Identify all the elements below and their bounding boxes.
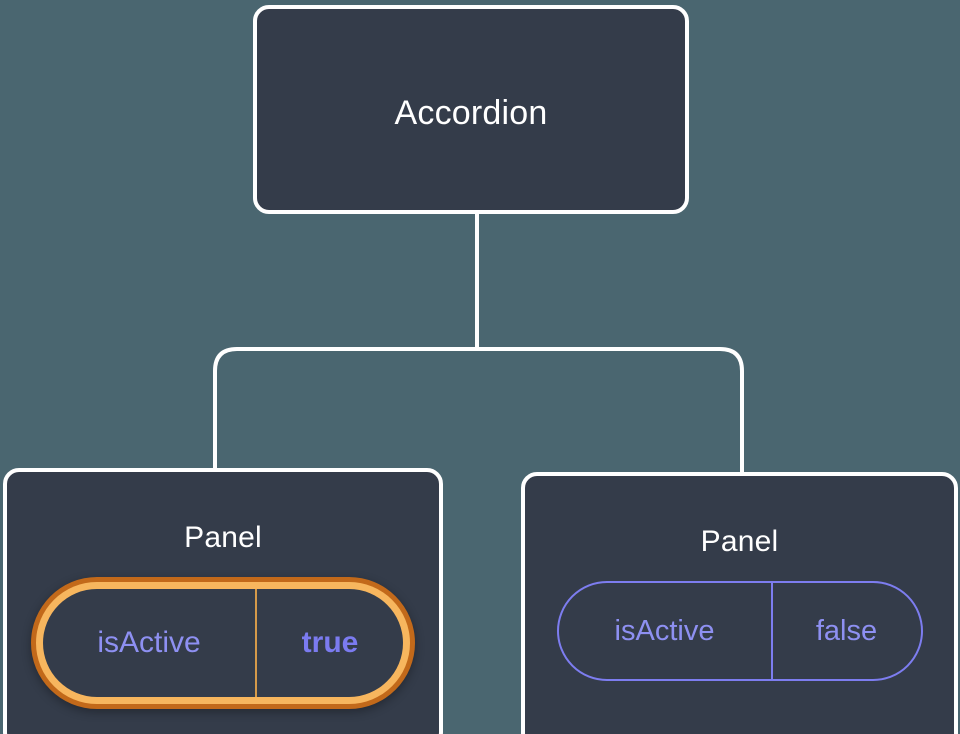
- prop-pill-active-wrap: isActive true: [7, 577, 439, 709]
- node-accordion-label: Accordion: [394, 94, 548, 132]
- prop-pill-active-body: isActive true: [43, 589, 403, 697]
- connector-branch-right: [477, 347, 744, 478]
- node-panel-inactive-label: Panel: [700, 525, 779, 558]
- prop-pill-active-ring: isActive true: [36, 582, 410, 704]
- node-accordion[interactable]: Accordion: [253, 5, 689, 214]
- prop-value-isactive-inactive: false: [770, 583, 921, 679]
- prop-pill-inactive[interactable]: isActive false: [556, 581, 923, 681]
- prop-key-isactive-active: isActive: [97, 626, 201, 659]
- node-panel-active-label: Panel: [184, 521, 262, 554]
- prop-pill-inactive-wrap: isActive false: [525, 581, 954, 681]
- node-panel-active[interactable]: Panel isActive true: [3, 468, 443, 734]
- connector-branch-left: [213, 347, 477, 474]
- node-panel-inactive[interactable]: Panel isActive false: [521, 472, 958, 734]
- prop-pill-active[interactable]: isActive true: [31, 577, 415, 709]
- prop-value-isactive-active: true: [255, 589, 403, 697]
- prop-key-isactive-inactive: isActive: [614, 614, 715, 647]
